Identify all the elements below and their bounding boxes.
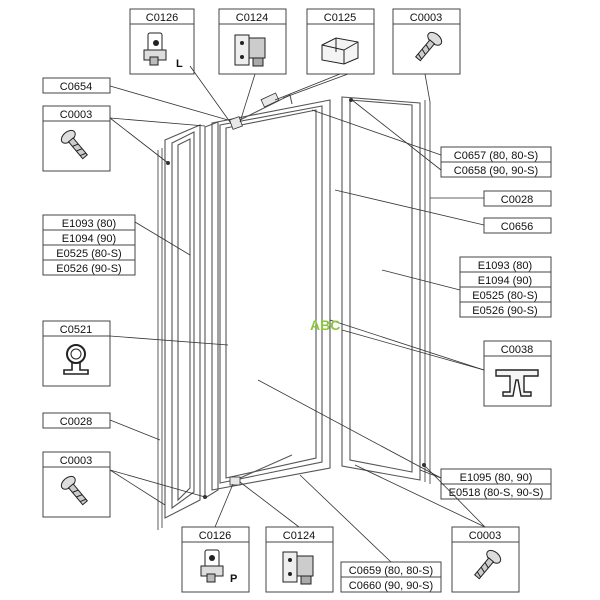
label-right-panel-1: E1093 (80) bbox=[478, 260, 532, 272]
label-c0521: C0521 bbox=[60, 324, 92, 336]
hinge-icon bbox=[143, 32, 167, 66]
label-c0028-right: C0028 bbox=[501, 194, 533, 206]
label-c0124-bottom: C0124 bbox=[283, 530, 315, 542]
part-c0028-left: C0028 bbox=[42, 412, 111, 429]
label-c0126-top: C0126 bbox=[146, 12, 178, 24]
label-c0003-topright: C0003 bbox=[410, 12, 442, 24]
watermark: ABC bbox=[310, 317, 340, 333]
screw-icon bbox=[473, 549, 502, 580]
part-c0657-c0658: C0657 (80, 80-S) C0658 (90, 90-S) bbox=[440, 146, 552, 178]
part-c0126-top: C0126 L bbox=[129, 8, 195, 75]
label-c0003-bottomright: C0003 bbox=[469, 530, 501, 542]
label-c0659: C0659 (80, 80-S) bbox=[349, 565, 433, 577]
screw-icon bbox=[60, 475, 89, 506]
leader-lines bbox=[109, 65, 486, 563]
part-c0003-left: C0003 bbox=[42, 105, 111, 172]
part-c0124-bottom: C0124 bbox=[265, 526, 334, 593]
part-right-panel: E1093 (80) E1094 (90) E0525 (80-S) E0526… bbox=[459, 256, 552, 318]
label-c0126-bottom: C0126 bbox=[199, 530, 231, 542]
label-left-panel-3: E0525 (80-S) bbox=[56, 248, 121, 260]
part-c0125: C0125 bbox=[306, 8, 375, 75]
hinge-mark-l: L bbox=[176, 58, 183, 70]
label-c0003-left: C0003 bbox=[60, 109, 92, 121]
top-block-part bbox=[260, 92, 280, 108]
hinge-mark-p: P bbox=[230, 573, 237, 585]
label-c0028-left: C0028 bbox=[60, 416, 92, 428]
enclosure-drawing bbox=[157, 92, 431, 530]
part-c0521: C0521 bbox=[42, 320, 111, 387]
label-c0656: C0656 bbox=[501, 221, 533, 233]
part-c0659-c0660: C0659 (80, 80-S) C0660 (90, 90-S) bbox=[340, 561, 442, 593]
label-c0660: C0660 (90, 90-S) bbox=[349, 580, 433, 592]
part-c0654: C0654 bbox=[42, 77, 111, 94]
part-c0124-top: C0124 bbox=[218, 8, 287, 75]
hinge-icon bbox=[200, 549, 224, 583]
bracket-icon bbox=[234, 34, 266, 67]
label-right-panel-2: E1094 (90) bbox=[478, 275, 532, 287]
top-hinge-part bbox=[229, 116, 243, 130]
part-c0003-bottomleft: C0003 bbox=[42, 451, 111, 518]
label-right-panel-3: E0525 (80-S) bbox=[472, 290, 537, 302]
label-e1095: E1095 (80, 90) bbox=[460, 472, 533, 484]
part-left-panel: E1093 (80) E1094 (90) E0525 (80-S) E0526… bbox=[42, 214, 136, 276]
screw-icon bbox=[414, 31, 443, 62]
part-c0038: C0038 bbox=[483, 340, 552, 407]
omega-seal-profile-icon bbox=[63, 344, 89, 375]
label-c0657: C0657 (80, 80-S) bbox=[454, 150, 538, 162]
stopper-block-icon bbox=[321, 37, 359, 65]
label-left-panel-4: E0526 (90-S) bbox=[56, 263, 121, 275]
label-c0125: C0125 bbox=[324, 12, 356, 24]
label-c0124-top: C0124 bbox=[236, 12, 268, 24]
part-e1095-e0518: E1095 (80, 90) E0518 (80-S, 90-S) bbox=[440, 468, 552, 500]
part-c0656: C0656 bbox=[483, 217, 552, 234]
h-seal-profile-icon bbox=[495, 369, 539, 397]
label-c0654: C0654 bbox=[60, 81, 92, 93]
label-c0658: C0658 (90, 90-S) bbox=[454, 165, 538, 177]
label-e0518: E0518 (80-S, 90-S) bbox=[449, 487, 544, 499]
label-left-panel-2: E1094 (90) bbox=[62, 233, 116, 245]
label-c0038: C0038 bbox=[501, 344, 533, 356]
bracket-icon bbox=[282, 551, 314, 585]
part-c0126-bottom: C0126 P bbox=[181, 526, 250, 593]
bottom-hinge-part bbox=[229, 476, 241, 486]
part-c0003-topright: C0003 bbox=[392, 8, 461, 75]
part-c0028-right: C0028 bbox=[483, 190, 552, 207]
label-c0003-bottomleft: C0003 bbox=[60, 455, 92, 467]
screw-icon bbox=[60, 129, 89, 160]
label-right-panel-4: E0526 (90-S) bbox=[472, 305, 537, 317]
part-c0003-bottomright: C0003 bbox=[451, 526, 520, 593]
label-left-panel-1: E1093 (80) bbox=[62, 218, 116, 230]
